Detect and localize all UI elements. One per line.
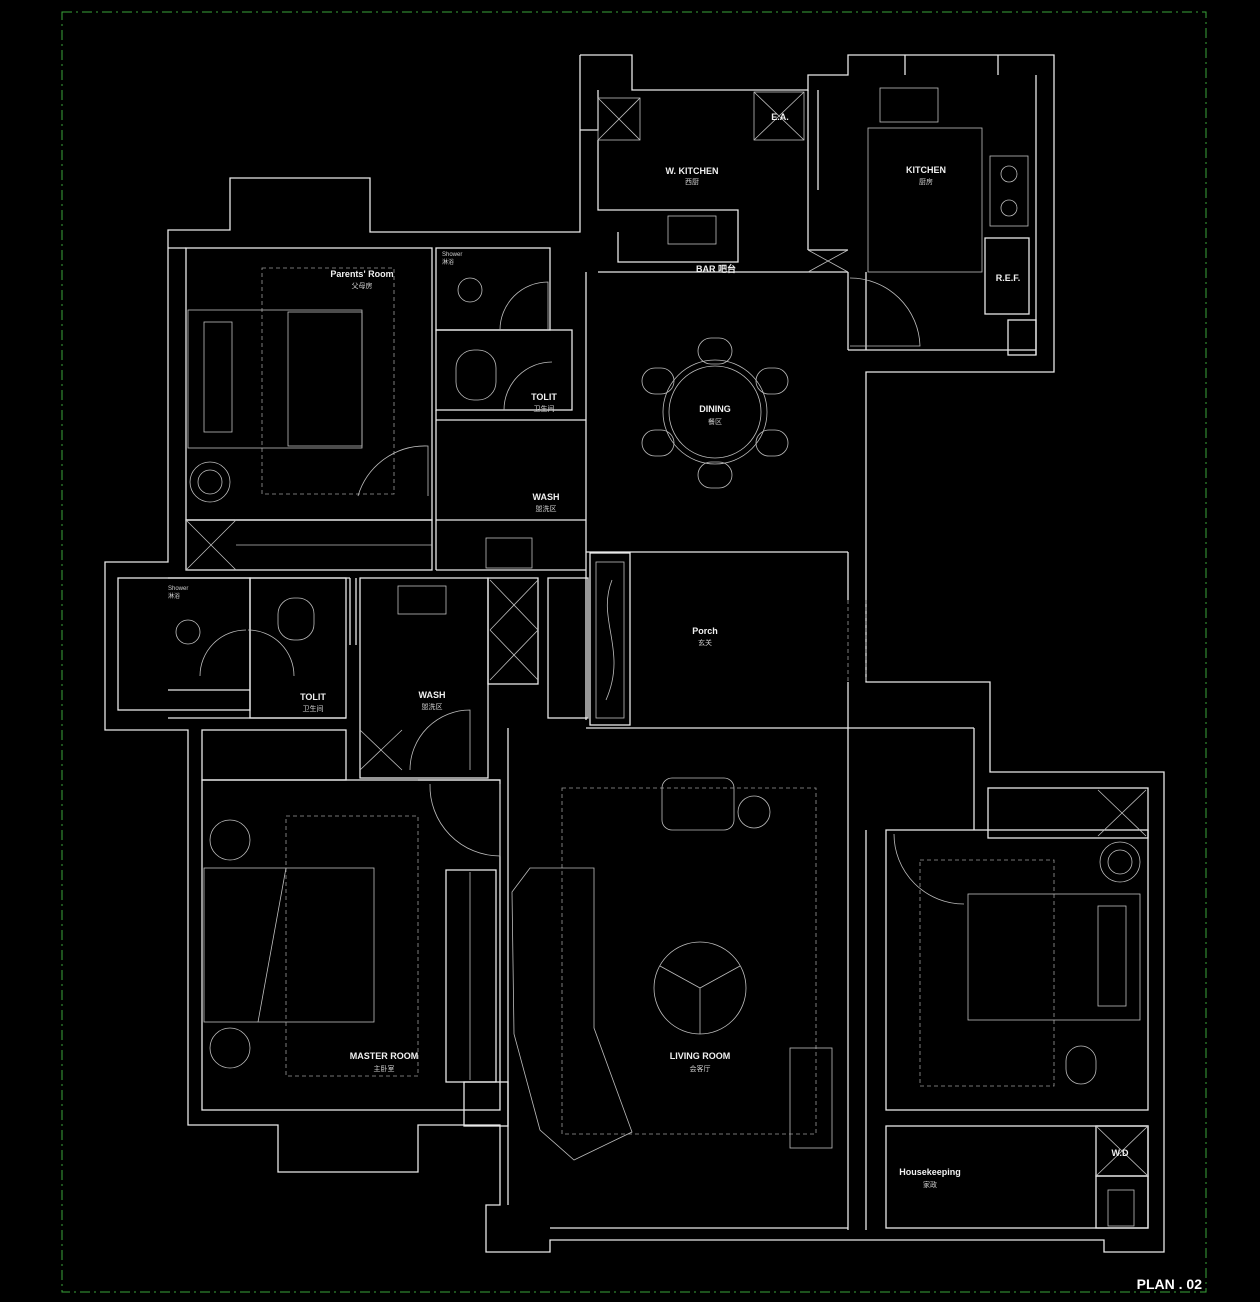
interior-walls xyxy=(117,247,1149,1230)
dashed-lines xyxy=(261,267,1055,1135)
label-living-room-sub: 会客厅 xyxy=(690,1064,711,1073)
label-master-room: MASTER ROOM xyxy=(350,1051,419,1061)
label-toilet-2: TOLIT xyxy=(300,692,326,702)
label-porch: Porch xyxy=(692,626,718,636)
label-shower-2: Shower xyxy=(168,586,188,592)
label-kitchen: KITCHEN xyxy=(906,165,946,175)
label-kitchen-sub: 厨房 xyxy=(919,177,933,186)
furniture xyxy=(175,87,1149,1227)
label-dining: DINING xyxy=(699,404,731,414)
label-wash-2-sub: 盥洗区 xyxy=(422,702,443,711)
label-living-room: LIVING ROOM xyxy=(670,1051,731,1061)
label-porch-sub: 玄关 xyxy=(698,638,712,647)
label-dining-sub: 餐区 xyxy=(708,417,722,426)
label-master-room-sub: 主卧室 xyxy=(374,1064,395,1073)
door-swings xyxy=(199,277,965,905)
label-parents-room-sub: 父母房 xyxy=(352,281,373,290)
label-wash-1-sub: 盥洗区 xyxy=(536,504,557,513)
label-shower-2-sub: 淋浴 xyxy=(168,592,180,600)
label-w-kitchen-sub: 西厨 xyxy=(685,178,699,186)
label-toilet-1: TOLIT xyxy=(531,392,557,402)
label-housekeeping-sub: 家政 xyxy=(923,1180,937,1189)
label-wash-2: WASH xyxy=(419,690,446,700)
label-w-kitchen: W. KITCHEN xyxy=(666,166,719,176)
drawing-border xyxy=(61,11,1207,1293)
label-toilet-2-sub: 卫生间 xyxy=(303,704,324,713)
label-ref: R.E.F. xyxy=(996,273,1021,283)
label-wd: W.D xyxy=(1112,1148,1129,1158)
room-labels: W. KITCHEN 西厨 KITCHEN 厨房 E.A. BAR 吧台 R.E… xyxy=(168,112,1129,1189)
outer-walls xyxy=(104,54,1165,1253)
label-parents-room: Parents' Room xyxy=(330,269,393,279)
label-shower-1-sub: 淋浴 xyxy=(442,258,454,266)
label-wash-1: WASH xyxy=(533,492,560,502)
label-ea: E.A. xyxy=(771,112,789,122)
label-shower-1: Shower xyxy=(442,252,462,258)
label-bar: BAR 吧台 xyxy=(696,263,736,274)
plan-title: PLAN . 02 xyxy=(1137,1276,1203,1292)
label-toilet-1-sub: 卫生间 xyxy=(534,404,555,413)
label-housekeeping: Housekeeping xyxy=(899,1167,961,1177)
